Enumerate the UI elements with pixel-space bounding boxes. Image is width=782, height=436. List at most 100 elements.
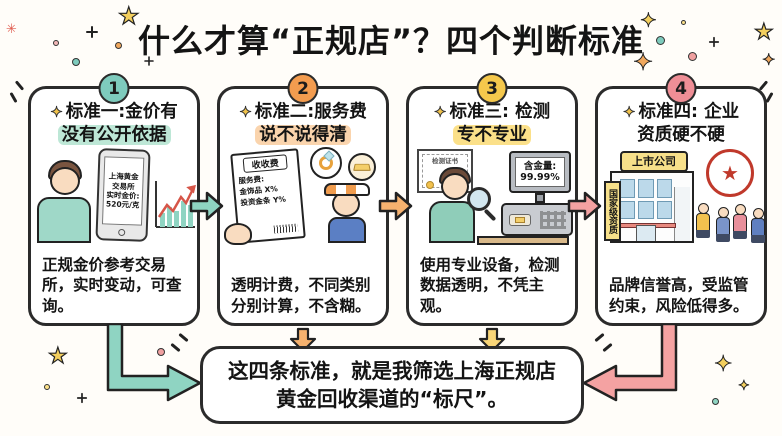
card-title: ✦标准一:金价有 没有公开依据 bbox=[31, 101, 197, 147]
person-figure bbox=[696, 203, 710, 238]
arrow-right-icon bbox=[567, 191, 602, 221]
magnifier-handle bbox=[483, 208, 497, 222]
dot bbox=[53, 40, 59, 46]
diamond-icon: ✦ bbox=[50, 103, 64, 122]
ring-icon bbox=[319, 156, 333, 170]
shopkeeper-body bbox=[328, 217, 366, 243]
sparkle-icon: ✦ bbox=[632, 48, 654, 77]
building-wing bbox=[674, 187, 690, 241]
gold-sample bbox=[515, 217, 525, 223]
phone: 上海黄金 交易所 实时金价: 520元/克 bbox=[95, 148, 151, 242]
certificate-seal bbox=[426, 181, 434, 189]
dot bbox=[688, 52, 697, 61]
motion-tick bbox=[758, 80, 769, 91]
star-icon: ★ bbox=[117, 1, 140, 30]
magnifier-icon bbox=[467, 187, 491, 211]
card-number-badge: 3 bbox=[476, 73, 508, 104]
dot bbox=[44, 384, 50, 390]
dot bbox=[115, 42, 122, 49]
motion-tick bbox=[9, 91, 18, 104]
person-head bbox=[441, 173, 469, 200]
illustration-testing: 检测证书 含金量: 99.99% bbox=[415, 147, 573, 245]
card-number-badge: 4 bbox=[665, 73, 697, 104]
building-door bbox=[636, 225, 656, 241]
building-windows bbox=[620, 179, 672, 219]
card-title: ✦标准二:服务费 说不说得清 bbox=[220, 101, 386, 147]
motion-tick bbox=[765, 91, 774, 104]
monitor: 含金量: 99.99% bbox=[509, 151, 571, 193]
connector-left-arrow bbox=[106, 324, 202, 402]
person-figure bbox=[716, 207, 730, 242]
page-title: 什么才算“正规店”？四个判断标准 bbox=[137, 22, 645, 60]
sparkle-cross-icon bbox=[708, 36, 720, 48]
monitor-screen: 含金量: 99.99% bbox=[515, 157, 565, 187]
motion-tick bbox=[14, 80, 25, 91]
card-title-line2: 专不专业 bbox=[453, 125, 531, 146]
card-standard-4: 4 ✦标准四: 企业 资质硬不硬 上市公司 国家级资质 ★ bbox=[595, 73, 767, 326]
arrow-right-icon bbox=[378, 191, 413, 221]
barcode bbox=[273, 223, 299, 234]
building-sign: 上市公司 bbox=[620, 151, 688, 172]
star-icon: ★ bbox=[753, 19, 774, 45]
person-head bbox=[50, 167, 80, 195]
card-description: 品牌信誉高，受监管约束，风险低得多。 bbox=[609, 276, 749, 315]
dot bbox=[712, 398, 719, 405]
monitor-text: 含金量: bbox=[523, 160, 557, 172]
seal-star: ★ bbox=[721, 161, 739, 185]
card-title-line1: 标准一:金价有 bbox=[65, 102, 178, 122]
ring-bubble bbox=[310, 147, 342, 179]
dot bbox=[157, 348, 165, 356]
star-icon: ★ bbox=[47, 343, 68, 369]
gold-bar-icon bbox=[353, 163, 371, 171]
sparkle-icon: ✦ bbox=[761, 50, 776, 70]
card-title-line2: 说不说得清 bbox=[255, 125, 351, 146]
arrow-down-icon bbox=[289, 327, 317, 353]
rising-chart-icon bbox=[155, 181, 196, 228]
phone-text: 520元/克 bbox=[105, 199, 140, 210]
diamond-icon: ✦ bbox=[239, 103, 253, 122]
diamond-icon: ✦ bbox=[622, 103, 636, 122]
phone-home-button bbox=[118, 228, 126, 237]
card-title-line2: 资质硬不硬 bbox=[637, 125, 725, 146]
card-number-badge: 2 bbox=[287, 73, 319, 104]
conclusion-text: 这四条标准，就是我筛选上海正规店黄金回收渠道的“标尺”。 bbox=[228, 358, 556, 411]
card-title-line1: 标准二:服务费 bbox=[254, 102, 367, 122]
qualification-banner: 国家级资质 bbox=[604, 181, 621, 241]
person-body bbox=[429, 201, 475, 243]
monitor-stand bbox=[535, 193, 545, 203]
diamond-icon: ✦ bbox=[433, 103, 447, 122]
illustration-gold-price: 上海黄金 交易所 实时金价: 520元/克 bbox=[37, 147, 196, 245]
card-description: 透明计费，不同类别分别计算，不含糊。 bbox=[231, 276, 371, 315]
card-standard-3: 3 ✦标准三: 检测 专不专业 检测证书 含金量: 99.99% bbox=[406, 73, 578, 326]
sparkle-icon: ✦ bbox=[640, 8, 658, 33]
card-title: ✦标准四: 企业 资质硬不硬 bbox=[598, 101, 764, 147]
sparkle-icon: ✦ bbox=[738, 378, 751, 395]
conclusion-box: 这四条标准，就是我筛选上海正规店黄金回收渠道的“标尺”。 bbox=[200, 346, 584, 424]
card-title-line1: 标准三: 检测 bbox=[449, 102, 551, 122]
connector-right-arrow bbox=[582, 324, 678, 402]
shopkeeper-hat bbox=[324, 183, 370, 196]
card-number-badge: 1 bbox=[98, 73, 130, 104]
card-title: ✦标准三: 检测 专不专业 bbox=[409, 101, 575, 147]
sparkle-cross-icon bbox=[144, 56, 154, 66]
card-description: 使用专业设备，检测数据透明，不凭主观。 bbox=[420, 255, 560, 315]
sparkle-cross-icon bbox=[86, 26, 98, 38]
illustration-company: 上市公司 国家级资质 ★ bbox=[604, 147, 765, 245]
testing-machine bbox=[501, 203, 573, 236]
dot bbox=[72, 58, 80, 66]
card-standard-2: 2 ✦标准二:服务费 说不说得清 收收费 服务费: 金饰品 X% 投资金条 Y%… bbox=[217, 73, 389, 326]
phone-screen: 上海黄金 交易所 实时金价: 520元/克 bbox=[101, 156, 145, 226]
table bbox=[477, 236, 569, 245]
sparkle-cross-icon bbox=[76, 392, 88, 404]
sparkle-icon: ✦ bbox=[713, 352, 733, 378]
card-description: 正规金价参考交易所，实时变动，可查询。 bbox=[42, 255, 182, 315]
machine-keypad bbox=[540, 211, 566, 229]
arrow-down-icon bbox=[478, 327, 506, 353]
official-seal-icon: ★ bbox=[706, 149, 754, 197]
card-title-line2: 没有公开依据 bbox=[57, 125, 171, 146]
building bbox=[610, 171, 694, 243]
card-standard-1: 1 ✦标准一:金价有 没有公开依据 上海黄金 交易所 实时金价: 520元/克 bbox=[28, 73, 200, 326]
goldbar-bubble bbox=[348, 153, 376, 181]
arrow-right-icon bbox=[189, 191, 224, 221]
